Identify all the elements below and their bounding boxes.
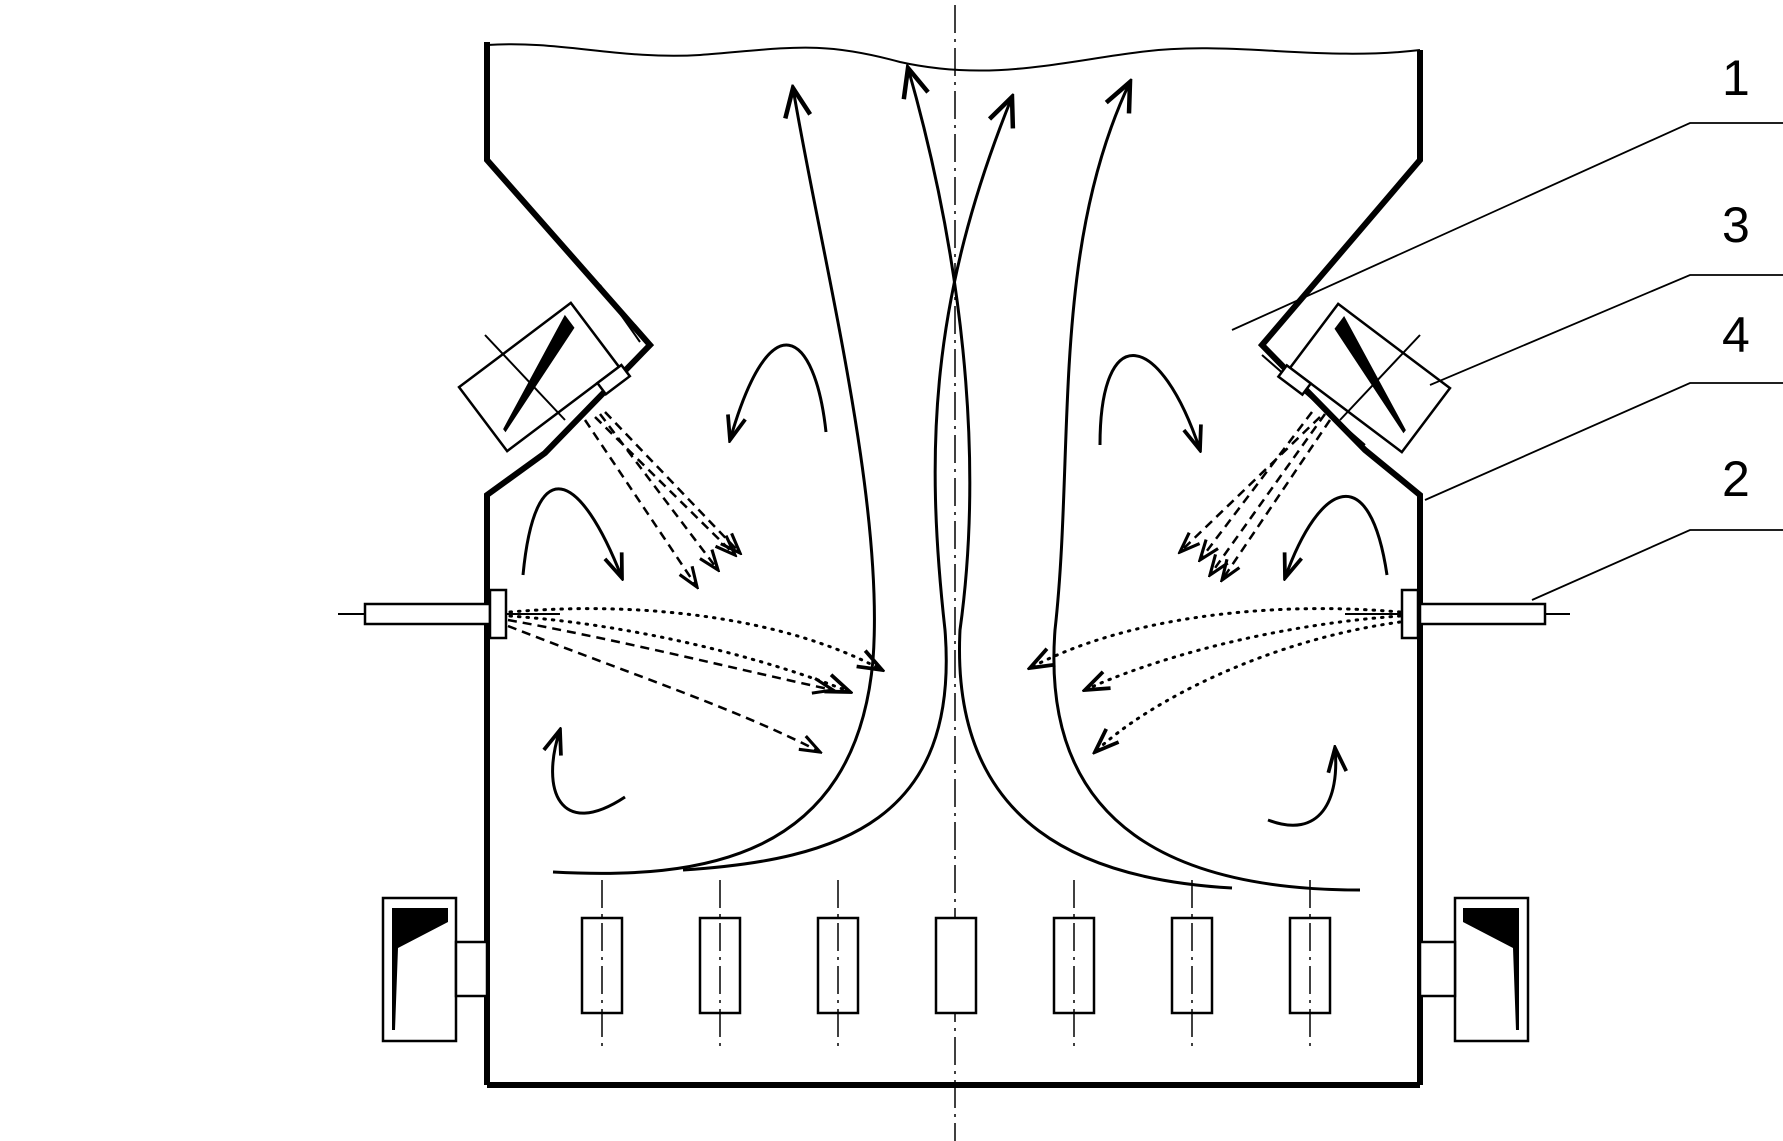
right-lower-burner-neck [1418, 940, 1457, 998]
callout-2-leader [1531, 529, 1783, 601]
vortex-arrow [1285, 494, 1389, 578]
right-upper-nozzle [1276, 302, 1452, 454]
flow-line [1052, 82, 1361, 892]
right-lower-burner-wedge [1463, 908, 1519, 1030]
callout-2-label: 2 [1722, 451, 1750, 507]
tuyere-axis-lines [601, 880, 1311, 1050]
right-upper-nozzle-wedge [1334, 315, 1406, 434]
flow-line [908, 68, 1233, 890]
callout-4-leader [1424, 382, 1783, 501]
callout-1-label: 1 [1722, 50, 1750, 106]
upper-jet-line [599, 413, 718, 570]
main-flow-lines [552, 68, 1361, 892]
left-upper-nozzle [457, 301, 632, 453]
left-upper-nozzle-port [595, 363, 632, 396]
callout-3-leader [1429, 274, 1783, 386]
vortex-arrow [730, 343, 828, 440]
vortex-arrow [521, 487, 622, 578]
side-jet-dashed [507, 624, 820, 752]
upper-jet-line [594, 416, 735, 555]
right-wall [1257, 50, 1423, 1085]
furnace-top-break-line [486, 43, 1421, 72]
callout-1-leader [1231, 122, 1783, 331]
right-injector-rod [1418, 602, 1547, 626]
right-throat-inner-line [1261, 354, 1366, 446]
flow-line [682, 97, 1012, 872]
vortex-arrow [1267, 748, 1336, 827]
right-side-injector [1345, 588, 1570, 640]
side-jet-dotted [508, 607, 882, 670]
upper-jet-line [1180, 416, 1321, 552]
recirculation-arrows [521, 343, 1389, 827]
side-jet-dotted [508, 614, 850, 692]
callouts: 1 3 4 2 [1231, 50, 1783, 601]
side-injection-jets [507, 607, 1402, 752]
right-injector-tip [1400, 588, 1420, 640]
vortex-arrow [1098, 354, 1200, 450]
upper-jet-line [1222, 419, 1332, 580]
left-wall [484, 42, 655, 1085]
flow-line [552, 88, 876, 875]
vortex-arrow [553, 730, 626, 815]
upper-jet-line [1200, 411, 1313, 560]
upper-jet-line [1210, 413, 1327, 575]
callout-4-label: 4 [1722, 307, 1750, 363]
left-lower-burner [381, 896, 489, 1043]
side-jet-dashed [507, 618, 833, 690]
right-lower-burner [1418, 896, 1530, 1043]
callout-3-label: 3 [1722, 197, 1750, 253]
left-lower-burner-wedge [392, 908, 448, 1030]
bottom-tuyere [1052, 916, 1096, 1015]
left-upper-nozzle-wedge [503, 314, 575, 433]
side-jet-dotted [1085, 614, 1402, 690]
left-injector-rod [363, 602, 492, 626]
left-throat-inner-line [599, 284, 641, 343]
upper-jet-line [583, 419, 697, 587]
bottom-tuyere [934, 916, 978, 1015]
upper-nozzle-jets [583, 411, 1332, 587]
right-upper-nozzle-axis [1339, 334, 1421, 421]
right-upper-nozzle-port [1276, 363, 1313, 397]
left-side-injector [338, 588, 560, 640]
left-injector-tip [488, 588, 508, 640]
side-jet-dotted [1030, 607, 1402, 668]
side-jet-dotted [1095, 620, 1402, 752]
left-upper-nozzle-axis [484, 334, 566, 421]
bottom-tuyere-row [580, 880, 1332, 1050]
left-lower-burner-neck [454, 940, 489, 998]
upper-jet-line [604, 411, 740, 553]
